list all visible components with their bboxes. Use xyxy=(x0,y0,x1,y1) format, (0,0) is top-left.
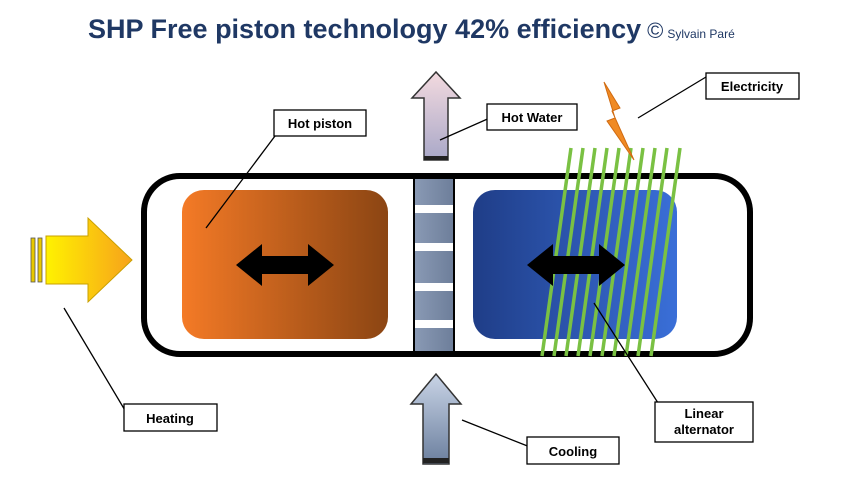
linear-alternator-label-line1: Linear xyxy=(684,406,723,421)
lightning-bolt-icon xyxy=(603,81,635,161)
diagram-title: SHP Free piston technology 42% efficienc… xyxy=(88,14,735,45)
electricity-callout: Electricity xyxy=(705,72,800,100)
cooling-callout: Cooling xyxy=(526,436,620,465)
cooling-leader xyxy=(461,419,531,448)
hot-piston-double-arrow-icon xyxy=(236,244,334,286)
cold-piston-double-arrow-icon xyxy=(527,244,625,286)
electricity-leader xyxy=(637,76,707,119)
hot-piston-callout: Hot piston xyxy=(273,109,367,137)
regenerator xyxy=(413,177,455,353)
hot-water-leader xyxy=(439,116,493,141)
heating-callout: Heating xyxy=(123,403,218,432)
alternator-leader xyxy=(593,302,661,407)
cooling-arrow-icon xyxy=(409,372,463,465)
title-text: SHP Free piston technology 42% efficienc… xyxy=(88,14,642,44)
heating-label: Heating xyxy=(146,411,194,426)
hot-water-arrow-icon xyxy=(410,70,462,161)
cooling-label: Cooling xyxy=(549,444,597,459)
author-credit: Sylvain Paré xyxy=(667,27,735,41)
hot-piston-leader xyxy=(205,131,279,229)
linear-alternator-callout: Linear alternator xyxy=(654,401,754,443)
linear-alternator-label-line2: alternator xyxy=(674,422,734,437)
hot-water-label: Hot Water xyxy=(502,110,563,125)
hot-water-callout: Hot Water xyxy=(486,103,578,131)
heating-arrow-icon xyxy=(30,216,133,304)
copyright-symbol: © xyxy=(647,18,664,43)
heating-leader xyxy=(63,307,127,413)
hot-piston-label: Hot piston xyxy=(288,116,352,131)
electricity-label: Electricity xyxy=(721,79,784,94)
